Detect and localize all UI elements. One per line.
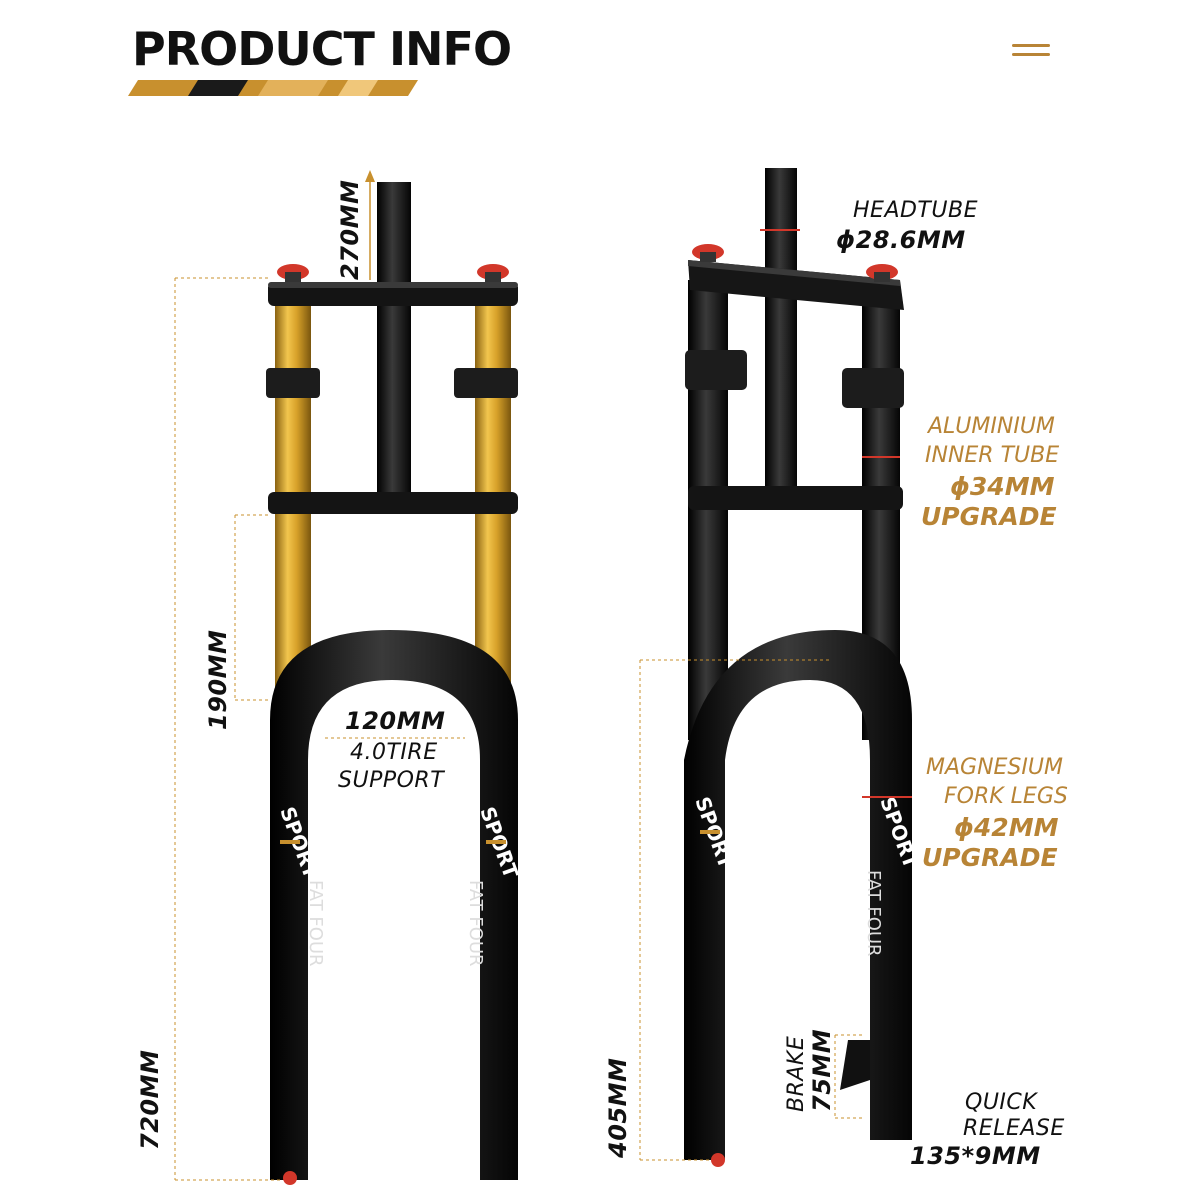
fork-legs-line2: FORK LEGS	[944, 784, 1068, 809]
brake-label: BRAKE	[784, 1035, 809, 1112]
left-travel-length: 190MM	[204, 629, 232, 730]
fork-legs-upgrade: UPGRADE	[922, 843, 1058, 872]
title-info: INFO	[388, 22, 512, 76]
axle-to-crown-length: 405MM	[604, 1057, 632, 1158]
inner-tube-line1: ALUMINIUM	[928, 414, 1055, 439]
left-model-decal: FAT FOUR	[305, 880, 326, 967]
brake-value: 75MM	[808, 1028, 836, 1112]
fork-legs-value: ϕ42MM	[954, 813, 1059, 842]
page-title: PRODUCT INFO	[132, 22, 512, 76]
quick-release-line2: RELEASE	[963, 1116, 1065, 1141]
inner-tube-value: ϕ34MM	[950, 472, 1055, 501]
inner-tube-upgrade: UPGRADE	[921, 502, 1057, 531]
headtube-value: ϕ28.6MM	[836, 226, 966, 254]
left-fork-image: SPORT SPORT FAT FOUR FAT FOUR	[174, 170, 523, 1185]
headtube-label: HEADTUBE	[853, 198, 978, 223]
title-product: PRODUCT	[132, 22, 389, 76]
fork-legs-line1: MAGNESIUM	[926, 755, 1063, 780]
menu-icon[interactable]	[1012, 44, 1050, 60]
left-steerer-length: 270MM	[336, 179, 364, 280]
left-model-decal-right: FAT FOUR	[465, 880, 486, 967]
left-overall-length: 720MM	[136, 1049, 164, 1150]
inner-tube-line2: INNER TUBE	[925, 443, 1060, 468]
left-tire-support-line1: 4.0TIRE	[350, 740, 438, 765]
title-underline-stripe	[128, 80, 418, 96]
quick-release-line1: QUICK	[965, 1090, 1038, 1115]
quick-release-value: 135*9MM	[910, 1142, 1041, 1170]
right-fork-image: SPORT SPORT FAT FOUR	[639, 168, 923, 1167]
left-tire-clearance: 120MM	[345, 707, 446, 735]
left-tire-support-line2: SUPPORT	[338, 768, 445, 793]
right-model-decal: FAT FOUR	[863, 870, 884, 957]
